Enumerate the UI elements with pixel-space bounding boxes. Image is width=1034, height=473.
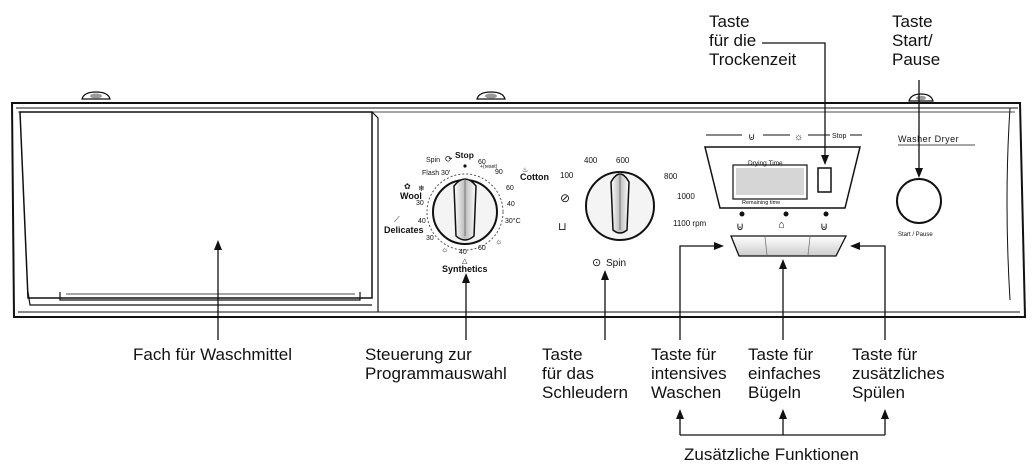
svg-text:⊙: ⊙ bbox=[592, 257, 601, 269]
svg-text:90: 90 bbox=[495, 169, 503, 176]
svg-text:⊘: ⊘ bbox=[560, 191, 570, 205]
spin-1000: 1000 bbox=[677, 192, 695, 201]
display-panel: ⊍ ☼ Stop Drying Time Remaining time ⊍ ⌂ … bbox=[704, 132, 862, 257]
svg-text:△: △ bbox=[462, 258, 468, 265]
detergent-drawer bbox=[19, 111, 379, 312]
program-dial-labels: Stop +(reset) Spin Flash 30' Wool Delica… bbox=[384, 150, 549, 274]
start-pause-caption: Start / Pause bbox=[898, 232, 933, 238]
dial-stop-sub: +(reset) bbox=[480, 164, 498, 170]
svg-text:⊍: ⊍ bbox=[736, 221, 744, 233]
svg-text:40: 40 bbox=[418, 218, 426, 225]
dial-stop: Stop bbox=[455, 150, 474, 160]
spin-dial bbox=[585, 171, 655, 241]
spin-dial-labels: 400 600 100 800 1000 1100 rpm ⊘ ⊔ ⊙ Spin bbox=[558, 156, 707, 269]
svg-text:⌂: ⌂ bbox=[778, 219, 785, 231]
spin-label: Spin bbox=[606, 258, 626, 269]
svg-text:⊍: ⊍ bbox=[820, 221, 828, 233]
svg-text:60: 60 bbox=[478, 245, 486, 252]
spin-1100: 1100 rpm bbox=[673, 219, 707, 228]
callout-extra-rinse-key: Taste für zusätzliches Spülen bbox=[852, 345, 945, 402]
callout-detergent-drawer: Fach für Waschmittel bbox=[133, 345, 293, 364]
remaining-time-label: Remaining time bbox=[742, 200, 780, 206]
svg-text:40: 40 bbox=[459, 249, 467, 256]
svg-text:⊔: ⊔ bbox=[558, 221, 567, 233]
callout-drying-time-key: Taste für die Trockenzeit bbox=[709, 12, 797, 69]
program-dial bbox=[426, 164, 504, 251]
dial-delicates: Delicates bbox=[384, 225, 424, 235]
svg-text:30: 30 bbox=[426, 235, 434, 242]
svg-text:⟋: ⟋ bbox=[394, 215, 400, 224]
dial-flash: Flash 30' bbox=[422, 170, 450, 177]
display-stop: Stop bbox=[832, 133, 847, 140]
callout-easy-iron-key: Taste für einfaches Bügeln bbox=[748, 345, 821, 402]
svg-text:⟳: ⟳ bbox=[445, 154, 453, 164]
callout-intensive-wash-key: Taste für intensives Waschen bbox=[651, 345, 727, 402]
svg-text:☼: ☼ bbox=[495, 237, 502, 246]
svg-text:❄: ❄ bbox=[418, 184, 425, 193]
callout-start-pause-key: Taste Start/ Pause bbox=[892, 12, 941, 69]
svg-text:60: 60 bbox=[478, 159, 486, 166]
brand-title: Washer Dryer bbox=[898, 134, 959, 144]
spin-600: 600 bbox=[616, 156, 630, 165]
svg-text:60: 60 bbox=[506, 185, 514, 192]
callout-additional-functions: Zusätzliche Funktionen bbox=[684, 445, 859, 464]
dial-wool: Wool bbox=[400, 191, 422, 201]
svg-text:☼: ☼ bbox=[794, 132, 803, 143]
drying-time-label: Drying Time bbox=[748, 160, 783, 167]
spin-100: 100 bbox=[560, 171, 574, 180]
svg-text:⊍: ⊍ bbox=[748, 132, 755, 143]
dial-synthetics: Synthetics bbox=[442, 264, 488, 274]
callout-program-selector: Steuerung zur Programmauswahl bbox=[365, 345, 507, 383]
callout-spin-key: Taste für das Schleudern bbox=[542, 345, 629, 402]
mount-bolts bbox=[81, 91, 934, 102]
svg-text:♨: ♨ bbox=[522, 166, 528, 174]
start-pause-area: Washer Dryer Start / Pause bbox=[896, 134, 975, 238]
spin-800: 800 bbox=[664, 172, 678, 181]
leader-lines bbox=[214, 42, 923, 436]
dial-cotton: Cotton bbox=[520, 172, 549, 182]
svg-text:30°C: 30°C bbox=[505, 217, 521, 225]
svg-text:☼: ☼ bbox=[441, 245, 448, 254]
svg-text:30: 30 bbox=[416, 200, 424, 207]
svg-text:✿: ✿ bbox=[404, 182, 411, 191]
spin-400: 400 bbox=[584, 156, 598, 165]
dial-spin: Spin bbox=[426, 157, 440, 164]
control-panel-body bbox=[10, 102, 1027, 318]
svg-text:40: 40 bbox=[507, 201, 515, 208]
